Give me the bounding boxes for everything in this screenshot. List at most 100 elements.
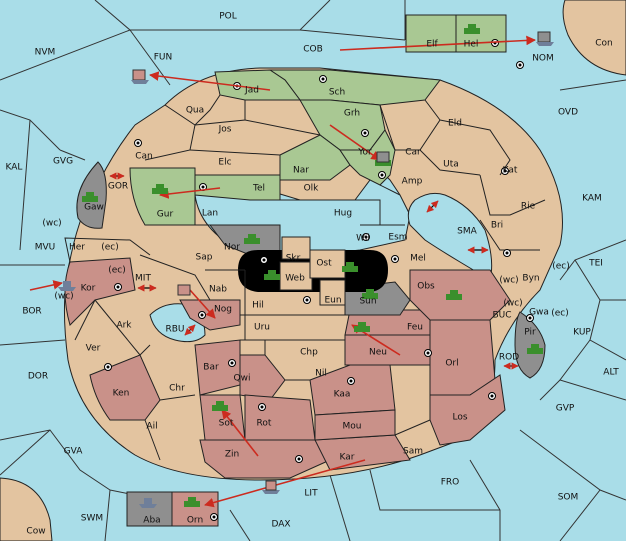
province-label: Lan xyxy=(202,209,218,219)
province-label: Amp xyxy=(402,177,423,187)
province-label: Elc xyxy=(218,158,231,168)
sea-label: NVM xyxy=(35,48,56,58)
province-label: Nog xyxy=(214,305,232,315)
land-con[interactable] xyxy=(562,0,626,76)
province-label: Uta xyxy=(443,160,459,170)
order-arrows xyxy=(29,35,536,508)
sea-label: COB xyxy=(303,45,323,55)
province-label: Ail xyxy=(146,422,157,432)
fleet-icon[interactable] xyxy=(262,480,280,494)
land-ken[interactable] xyxy=(89,354,161,421)
army-icon[interactable] xyxy=(82,192,98,202)
province-label: Mou xyxy=(343,422,362,432)
fleet-icon[interactable] xyxy=(58,281,76,291)
army-icon[interactable] xyxy=(527,344,543,354)
province-label: Jad xyxy=(244,86,259,96)
land-orl[interactable] xyxy=(429,319,496,396)
land-qwi[interactable] xyxy=(239,354,286,401)
province-label: Aba xyxy=(143,516,160,526)
army-icon[interactable] xyxy=(152,184,168,194)
coast-note: (wc) xyxy=(42,219,61,229)
land-ost[interactable] xyxy=(309,249,346,279)
land-tel[interactable] xyxy=(194,174,281,201)
army-icon[interactable] xyxy=(244,234,260,244)
land-aba[interactable] xyxy=(126,491,173,527)
province-label: Zin xyxy=(225,450,239,460)
fleet-icon[interactable] xyxy=(536,31,554,46)
sea-label: SMA xyxy=(457,227,477,237)
province-label: Her xyxy=(69,243,85,253)
province-label: Olk xyxy=(304,184,320,194)
land-rot[interactable] xyxy=(244,394,316,441)
province-label: Sot xyxy=(219,419,234,429)
province-label: Kor xyxy=(81,284,96,294)
province-borders xyxy=(64,94,546,461)
army-icon[interactable] xyxy=(362,289,378,299)
province-label: Uru xyxy=(254,323,270,333)
province-label: Nil xyxy=(315,369,327,379)
passage-arrows xyxy=(109,172,519,370)
army-icon[interactable] xyxy=(342,262,358,272)
sea-label: ALT xyxy=(603,368,619,378)
sea-label: FRO xyxy=(441,478,460,488)
province-label: Hel xyxy=(464,40,479,50)
sea-label: RBU xyxy=(165,325,184,335)
land-neu[interactable] xyxy=(344,334,431,366)
sea-label: BOR xyxy=(22,307,41,317)
province-label: Nab xyxy=(209,285,227,295)
province-label: Chr xyxy=(169,384,185,394)
sea-label: DOR xyxy=(28,372,48,382)
land-kaa[interactable] xyxy=(309,364,396,416)
sea-label: Cow xyxy=(26,527,45,537)
province-label: Eld xyxy=(448,119,462,129)
province-label: Sun xyxy=(359,297,376,307)
army-icon[interactable] xyxy=(264,270,280,280)
land-web[interactable] xyxy=(279,261,313,291)
fleet-icon[interactable] xyxy=(131,69,149,84)
land-kor[interactable] xyxy=(64,257,136,326)
land-cow[interactable] xyxy=(0,477,53,541)
land-eun[interactable] xyxy=(319,279,346,306)
province-label: Nor xyxy=(224,243,240,253)
army-icon[interactable] xyxy=(464,24,480,34)
army-icon[interactable] xyxy=(354,322,370,332)
land-orn[interactable] xyxy=(171,491,219,527)
sea-label: MIT xyxy=(135,274,151,284)
land-pir[interactable] xyxy=(514,311,546,379)
sea-label: MVU xyxy=(35,243,56,253)
coast-note: (ec) xyxy=(551,309,569,319)
fleet-icon[interactable] xyxy=(177,284,191,296)
province-label: Hil xyxy=(252,301,264,311)
province-label: Orl xyxy=(445,359,458,369)
army-icon[interactable] xyxy=(446,290,462,300)
units xyxy=(58,24,554,508)
land-los[interactable] xyxy=(429,374,506,446)
province-label: Los xyxy=(452,413,467,423)
sea-label: KAL xyxy=(6,163,23,173)
army-icon[interactable] xyxy=(212,401,228,411)
province-label: Bar xyxy=(203,363,219,373)
province-label: Ost xyxy=(316,259,332,269)
land-skr[interactable] xyxy=(281,236,311,260)
sea-label: ROD xyxy=(499,353,519,363)
sea-label: POL xyxy=(219,12,237,22)
province-label: Pir xyxy=(524,328,536,338)
province-label: Obs xyxy=(417,282,435,292)
fleet-icon[interactable] xyxy=(376,151,390,163)
province-label: Nar xyxy=(293,166,309,176)
passage-sma-icon xyxy=(426,200,439,213)
province-label: Kat xyxy=(503,166,518,176)
sea-label: SOM xyxy=(558,493,579,503)
province-label: Jos xyxy=(218,125,232,135)
province-label: Hug xyxy=(334,209,352,219)
army-icon[interactable] xyxy=(184,497,200,507)
province-label: Feu xyxy=(407,323,423,333)
passage-rbu-icon xyxy=(184,324,196,336)
fleet-icon[interactable] xyxy=(139,498,157,508)
sea-label: NOM xyxy=(532,54,554,64)
sea-label: LIT xyxy=(304,489,318,499)
coast-notes: (wc) (ec) (ec) (wc) (wc) (ec) (wc) (ec) xyxy=(42,219,569,319)
sea-label: GVG xyxy=(53,157,73,167)
